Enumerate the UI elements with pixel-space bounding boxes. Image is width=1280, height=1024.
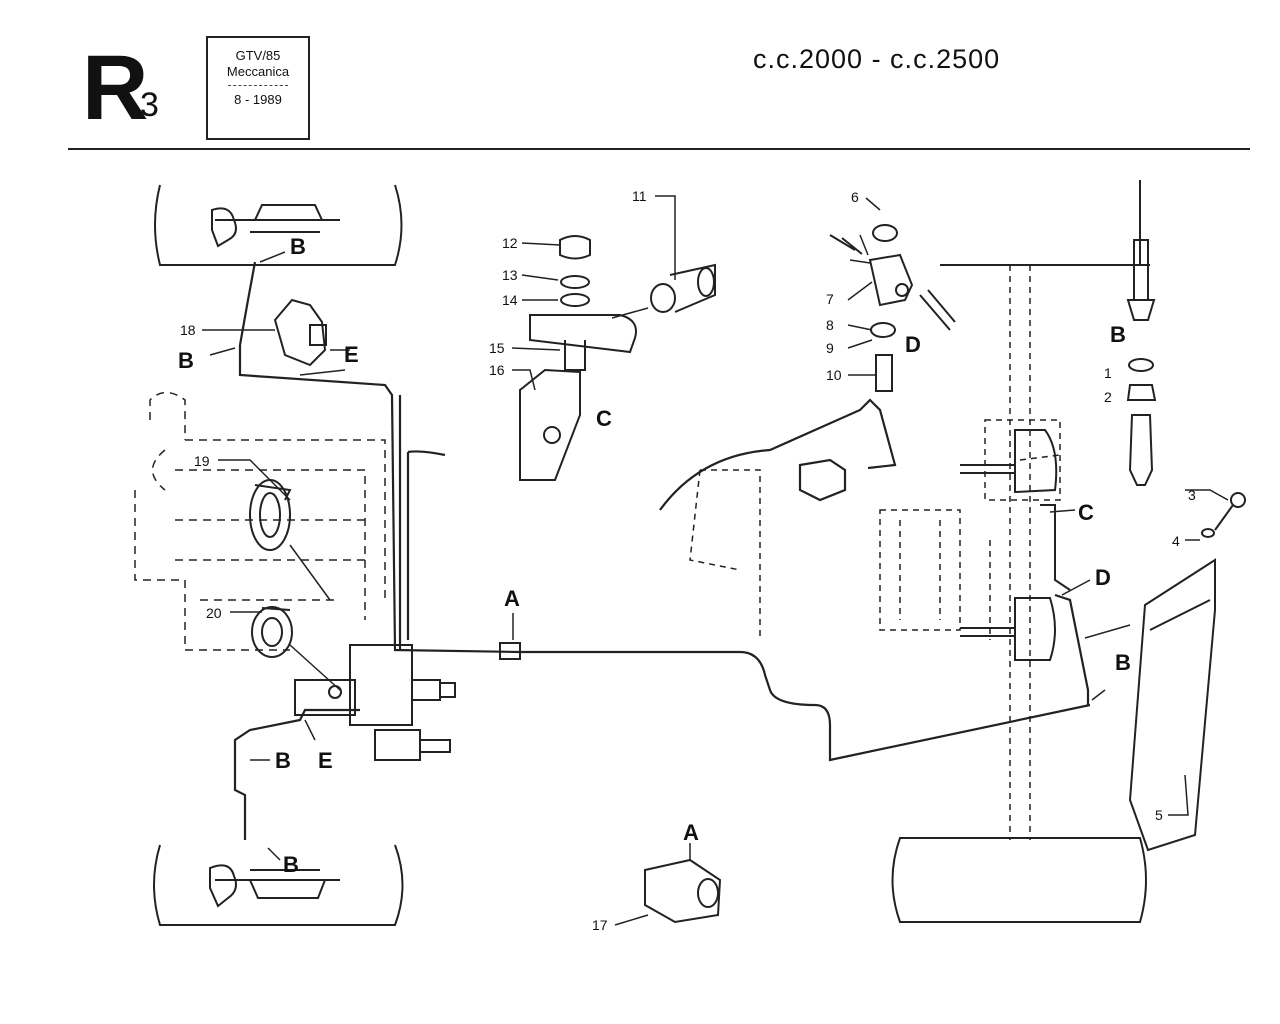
letter-b-front-left-hose: B	[178, 348, 194, 373]
part-1-2-fitting	[1126, 239, 1157, 486]
front-right-wheel	[153, 844, 404, 926]
part-3-4-bolt	[1201, 492, 1246, 538]
dash-line: ———	[228, 84, 288, 86]
callout-16: 16	[489, 362, 505, 378]
letter-b-rear-detail: B	[1110, 322, 1126, 347]
part-19-clamp	[249, 479, 292, 551]
letter-d-detail: D	[905, 332, 921, 357]
letter-c-detail: C	[596, 406, 612, 431]
rear-axle-structure	[689, 180, 1150, 840]
part-17-connector	[614, 858, 722, 926]
engine-outline	[134, 391, 386, 651]
callout-11: 11	[632, 188, 647, 204]
part-18-clip	[273, 298, 327, 367]
letter-a-detail: A	[683, 820, 699, 845]
rear-wheel	[891, 837, 1147, 923]
callout-6: 6	[851, 189, 859, 205]
callout-1: 1	[1104, 365, 1112, 381]
callout-8: 8	[826, 317, 834, 333]
pressure-regulator	[294, 644, 456, 761]
page-header: R 3 GTV/85 Meccanica ——— 8 - 1989 c.c.20…	[0, 0, 1280, 150]
callout-10: 10	[826, 367, 842, 383]
letter-c-rear: C	[1078, 500, 1094, 525]
part-11-grommet	[650, 263, 716, 313]
callout-20: 20	[206, 605, 222, 621]
section-number: 3	[140, 86, 159, 124]
part-5-shield	[1128, 558, 1216, 852]
callout-17: 17	[592, 917, 608, 933]
model-label: GTV/85	[235, 48, 281, 63]
callout-18: 18	[180, 322, 196, 338]
letter-b-front-right-hose: B	[275, 748, 291, 773]
callout-2: 2	[1104, 389, 1112, 405]
arrows	[209, 251, 1229, 861]
section-letter: R	[82, 37, 148, 139]
detail-d-fitting	[829, 224, 956, 392]
letter-e-lower: E	[318, 748, 333, 773]
letter-d-rear: D	[1095, 565, 1111, 590]
callout-9: 9	[826, 340, 834, 356]
reference-box: GTV/85 Meccanica ——— 8 - 1989	[206, 36, 310, 140]
callout-7: 7	[826, 291, 834, 307]
callout-4: 4	[1172, 533, 1180, 549]
letter-b-front-right-lower: B	[283, 852, 299, 877]
callout-3: 3	[1188, 487, 1196, 503]
callout-15: 15	[489, 340, 505, 356]
callout-12: 12	[502, 235, 518, 251]
callout-lines-centre	[511, 195, 676, 391]
callout-5: 5	[1155, 807, 1163, 823]
front-left-wheel	[154, 184, 403, 266]
callout-numbers: 1 2 3 4 5 6 7 8 9 10 11 12 13 14 15 16 1…	[180, 188, 1196, 933]
group-label: Meccanica	[226, 64, 290, 80]
front-brake-pipes	[233, 261, 1091, 840]
letter-e-upper: E	[344, 342, 359, 367]
reference-letters: B B E A C D B C D B B E B A	[178, 234, 1131, 877]
part-20-clamp	[251, 606, 293, 658]
header-rule	[68, 148, 1250, 150]
callout-13: 13	[502, 267, 518, 283]
engine-displacement: c.c.2000 - c.c.2500	[753, 44, 1001, 74]
detail-c-bracket	[519, 235, 637, 481]
callout-19: 19	[194, 453, 210, 469]
letter-b-front-left-upper: B	[290, 234, 306, 259]
callout-14: 14	[502, 292, 518, 308]
date-label: 8 - 1989	[234, 91, 282, 107]
rear-brake-pipes	[659, 398, 1090, 705]
callout-lines-left	[202, 329, 350, 691]
junction-a	[499, 642, 521, 660]
letter-b-rear-hose: B	[1115, 650, 1131, 675]
callout-lines-d	[847, 197, 881, 376]
letter-a-junction: A	[504, 586, 520, 611]
